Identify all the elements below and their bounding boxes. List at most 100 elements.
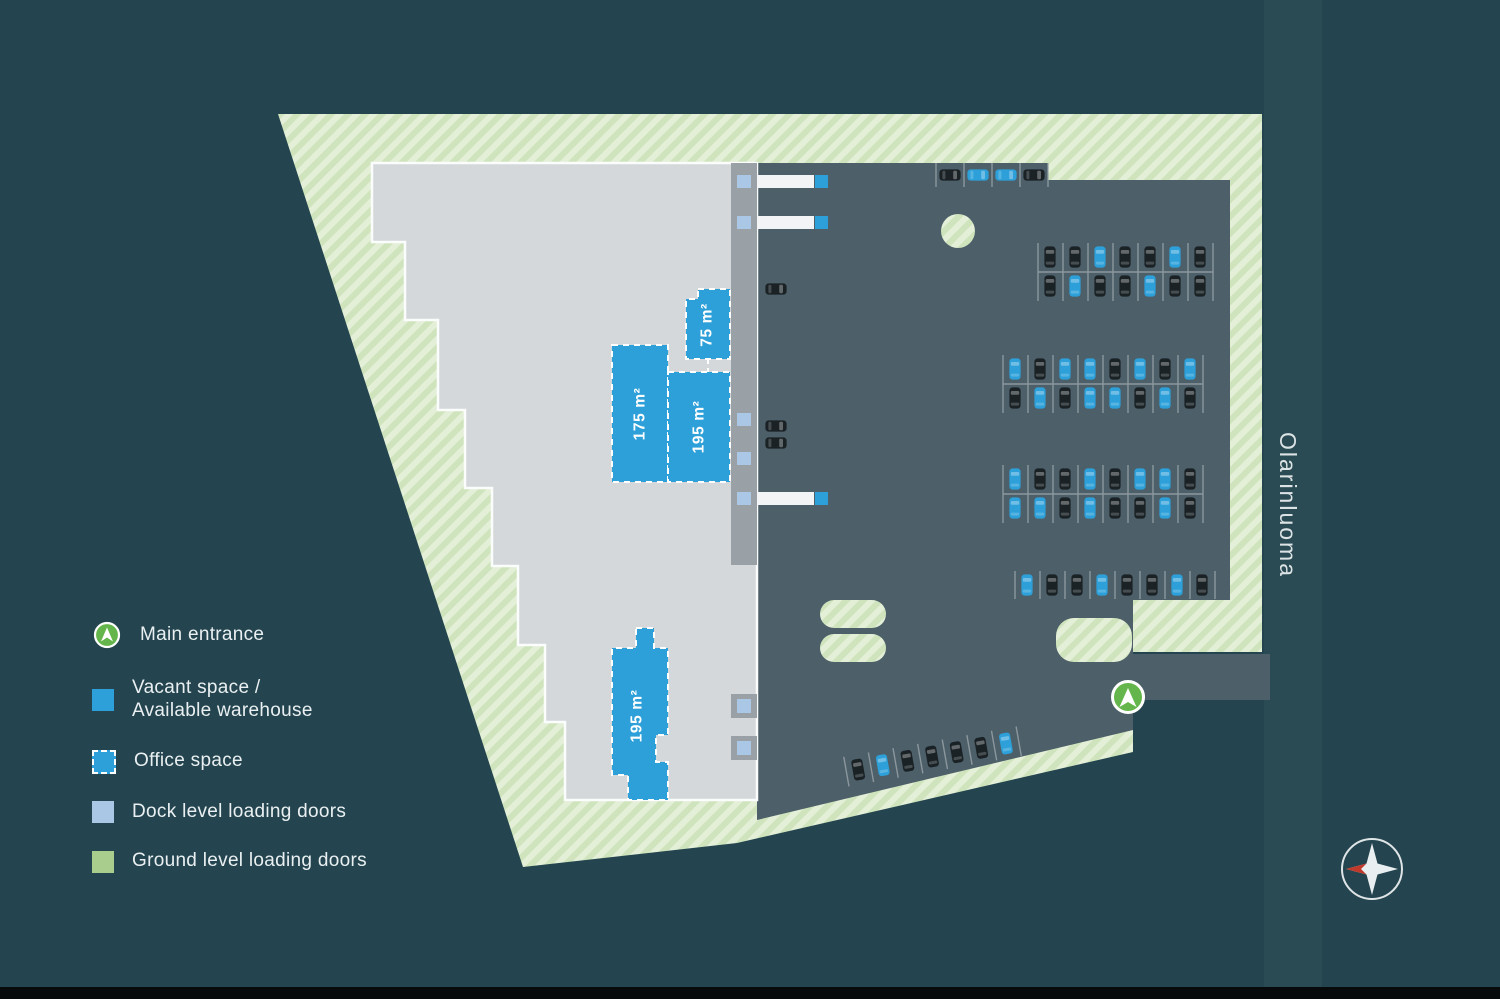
green-island: [1056, 618, 1132, 662]
legend-label-office: Office space: [134, 750, 243, 772]
street-label: Olarinluoma: [1275, 432, 1301, 578]
car-icon: [1009, 387, 1021, 409]
car-icon: [1159, 358, 1171, 380]
car-icon: [765, 437, 787, 449]
car-icon: [1184, 387, 1196, 409]
unit-195-mid[interactable]: [667, 371, 731, 483]
legend-label-ground: Ground level loading doors: [132, 850, 367, 872]
car-icon: [939, 169, 961, 181]
car-icon: [1034, 387, 1046, 409]
car-icon: [1034, 497, 1046, 519]
bottom-bar: [0, 987, 1500, 999]
unit-label-175: 175 m²: [632, 388, 649, 441]
car-icon: [1084, 387, 1096, 409]
unit-175[interactable]: [611, 344, 669, 483]
ground-door-marker: [815, 216, 828, 229]
navigation-arrow-icon: [1119, 688, 1137, 707]
car-icon: [1196, 574, 1208, 596]
car-icon: [1119, 246, 1131, 268]
car-icon: [1121, 574, 1133, 596]
legend-label-vacant: Vacant space / Available warehouse: [132, 677, 313, 721]
compass-icon: [1341, 838, 1403, 900]
legend-item-main-entrance: Main entrance: [92, 620, 367, 650]
ground-door-marker: [815, 175, 828, 188]
car-icon: [1134, 358, 1146, 380]
car-icon: [1059, 468, 1071, 490]
unit-195-south[interactable]: [611, 627, 669, 801]
car-icon: [1159, 497, 1171, 519]
car-icon: [1084, 497, 1096, 519]
office-space-swatch: [92, 749, 116, 774]
car-icon: [1119, 275, 1131, 297]
legend: Main entrance Vacant space / Available w…: [92, 620, 367, 873]
green-island: [820, 600, 886, 628]
car-icon: [1096, 574, 1108, 596]
car-icon: [1144, 246, 1156, 268]
car-icon: [1071, 574, 1083, 596]
parking-stall-lines: [1014, 571, 1216, 599]
car-icon: [1194, 275, 1206, 297]
unit-label-75: 75 m²: [699, 303, 716, 347]
car-icon: [1021, 574, 1033, 596]
dock-door-icon: [737, 699, 751, 713]
main-entrance-marker: [1111, 680, 1145, 714]
vacant-space-swatch: [92, 688, 114, 711]
parking-stall-lines: [935, 163, 1049, 187]
car-icon: [1059, 497, 1071, 519]
legend-item-ground: Ground level loading doors: [92, 850, 367, 873]
car-icon: [1023, 169, 1045, 181]
car-icon: [1109, 468, 1121, 490]
car-icon: [1059, 358, 1071, 380]
car-icon: [1134, 468, 1146, 490]
dock-door-icon: [737, 216, 751, 229]
dock-door-icon: [737, 492, 751, 505]
car-icon: [1109, 387, 1121, 409]
car-icon: [1159, 387, 1171, 409]
car-icon: [1134, 387, 1146, 409]
car-icon: [1109, 497, 1121, 519]
car-icon: [1146, 574, 1158, 596]
car-icon: [1044, 275, 1056, 297]
parking-area: [757, 163, 1230, 820]
car-icon: [1171, 574, 1183, 596]
unit-label-195-mid: 195 m²: [691, 401, 708, 454]
loading-ramp: [757, 492, 814, 505]
parking-stall-lines: [843, 726, 1023, 787]
car-icon: [1069, 275, 1081, 297]
dock-door-icon: [737, 741, 751, 755]
car-icon: [967, 169, 989, 181]
car-icon: [1084, 468, 1096, 490]
green-island: [820, 634, 886, 662]
car-icon: [1159, 468, 1171, 490]
street-olarinluoma: [1264, 0, 1322, 999]
parking-stall-lines: [1002, 355, 1204, 413]
legend-label-main-entrance: Main entrance: [140, 623, 265, 645]
car-icon: [1009, 358, 1021, 380]
legend-item-dock: Dock level loading doors: [92, 801, 367, 824]
legend-label-dock: Dock level loading doors: [132, 800, 347, 822]
car-icon: [1184, 468, 1196, 490]
legend-item-office: Office space: [92, 749, 367, 774]
unit-75[interactable]: [685, 288, 731, 360]
car-icon: [1194, 246, 1206, 268]
car-icon: [1134, 497, 1146, 519]
ground-door-marker: [815, 492, 828, 505]
car-icon: [1034, 358, 1046, 380]
dock-doors-swatch: [92, 800, 114, 823]
car-icon: [1184, 497, 1196, 519]
ground-doors-swatch: [92, 850, 114, 873]
loading-ramp: [757, 175, 814, 188]
car-icon: [1144, 275, 1156, 297]
car-icon: [1044, 246, 1056, 268]
dock-door-icon: [737, 175, 751, 188]
car-icon: [995, 169, 1017, 181]
dock-door-icon: [737, 452, 751, 465]
car-icon: [1034, 468, 1046, 490]
dock-door-icon: [737, 413, 751, 426]
car-icon: [1009, 497, 1021, 519]
parking-stall-lines: [1002, 465, 1204, 523]
car-icon: [1094, 246, 1106, 268]
parking-stall-lines: [1037, 243, 1214, 301]
entrance-road: [1128, 654, 1270, 700]
